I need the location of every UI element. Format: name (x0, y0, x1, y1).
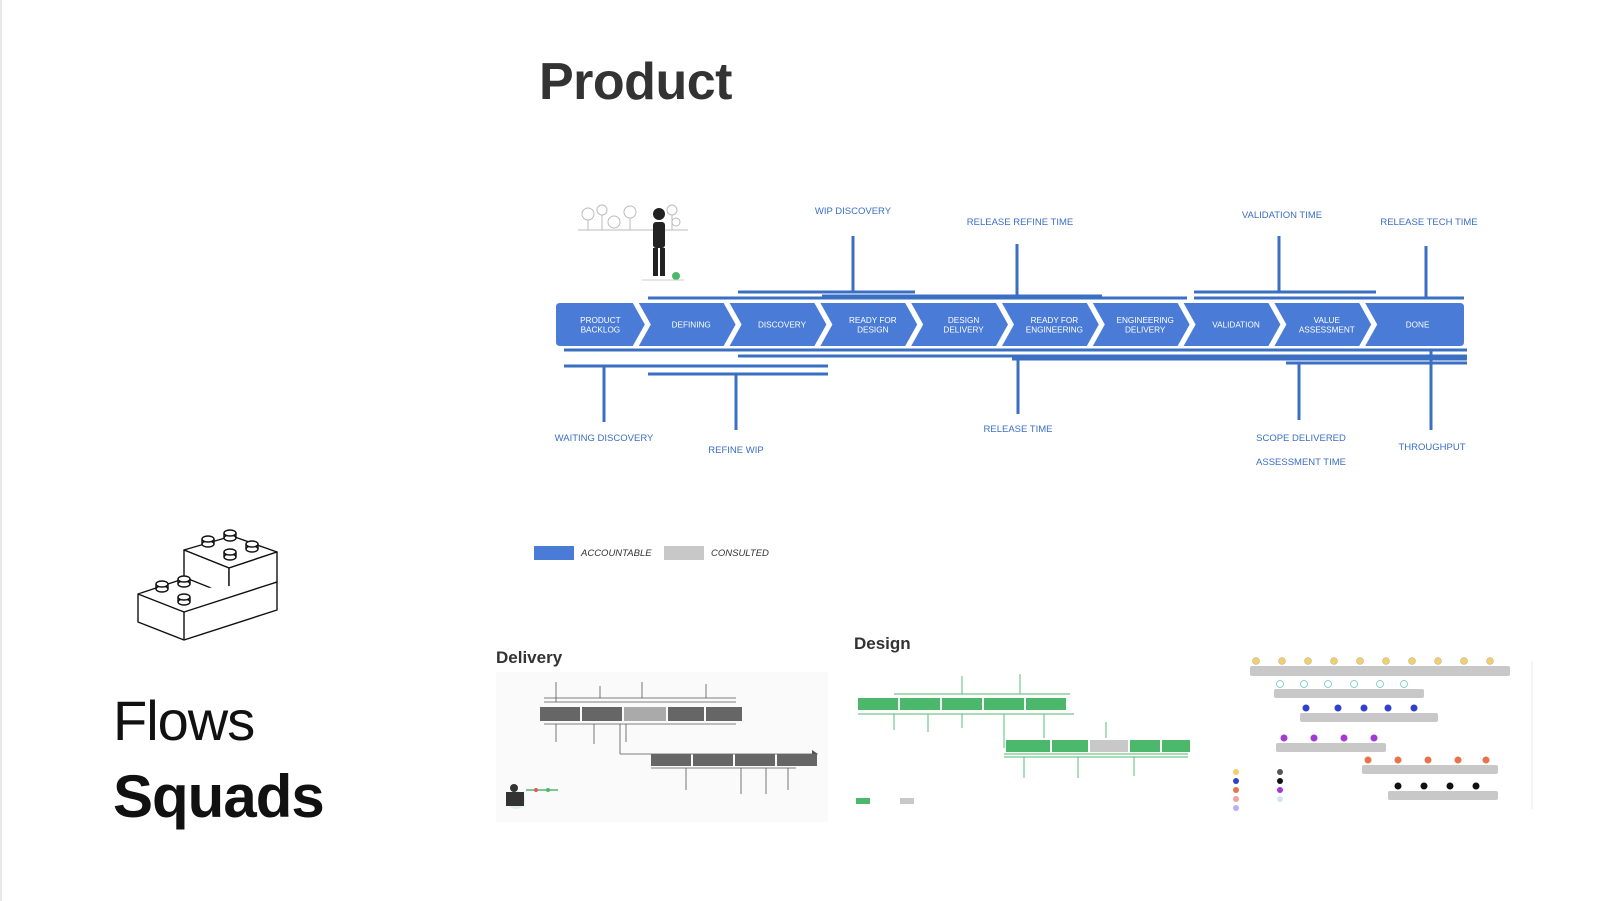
metric-release-tech-time: RELEASE TECH TIME (1380, 217, 1478, 228)
legend-consulted-label: CONSULTED (711, 548, 769, 559)
page-title: Product (539, 53, 732, 111)
design-thumbnail[interactable] (854, 660, 1194, 810)
stage-chevron (1365, 303, 1464, 346)
metric-release-time: RELEASE TIME (983, 424, 1053, 435)
stage-label: ENGINEERING (1026, 325, 1083, 334)
stage-label: BACKLOG (581, 325, 621, 334)
stage-label: DELIVERY (1125, 325, 1166, 334)
delivery-heading: Delivery (496, 648, 563, 667)
stage-label: DISCOVERY (758, 321, 807, 330)
stage-chevron (729, 303, 827, 346)
stage-label: DONE (1406, 321, 1430, 330)
stage-label: DEFINING (672, 321, 711, 330)
stage-label: PRODUCT (580, 316, 620, 325)
stage-label: DESIGN (948, 316, 979, 325)
lego-bricks-icon (137, 529, 278, 641)
metric-throughput: THROUGHPUT (1398, 442, 1466, 453)
stage-label: DESIGN (857, 325, 888, 334)
stage-label: READY FOR (1031, 316, 1079, 325)
stage-chevron (638, 303, 736, 346)
stage-chevron (1274, 303, 1372, 346)
metric-wip-discovery: WIP DISCOVERY (814, 206, 892, 217)
metric-validation-time: VALIDATION TIME (1241, 210, 1323, 221)
legend-accountable-swatch (534, 546, 574, 560)
stage-chevron (1092, 303, 1190, 346)
brand-squads: Squads (113, 763, 325, 830)
stage-label: READY FOR (849, 316, 897, 325)
stage-chevron (1002, 303, 1099, 346)
stage-chevron (820, 303, 918, 346)
stage-label: ASSESSMENT (1299, 325, 1355, 334)
person-illustration-icon (578, 204, 688, 281)
delivery-thumbnail[interactable] (496, 672, 828, 822)
metric-refine-wip: REFINE WIP (708, 445, 764, 456)
legend-consulted-swatch (664, 546, 704, 560)
stage-label: DELIVERY (943, 325, 984, 334)
stage-chevron (911, 303, 1008, 346)
stage-label: ENGINEERING (1117, 316, 1174, 325)
stage-label: VALUE (1314, 316, 1341, 325)
legend-accountable-label: ACCOUNTABLE (581, 548, 652, 559)
stage-label: VALIDATION (1212, 321, 1260, 330)
design-heading: Design (854, 634, 911, 653)
stage-chevron (556, 303, 645, 346)
squads-thumbnail[interactable] (1228, 655, 1548, 815)
metric-waiting-discovery: WAITING DISCOVERY (554, 433, 654, 444)
metric-assessment-time: ASSESSMENT TIME (1256, 457, 1346, 468)
metric-scope-delivered: SCOPE DELIVERED (1256, 433, 1346, 444)
metric-release-refine-time: RELEASE REFINE TIME (966, 217, 1074, 228)
brand-flows: Flows (113, 689, 255, 752)
stage-chevron (1183, 303, 1281, 346)
